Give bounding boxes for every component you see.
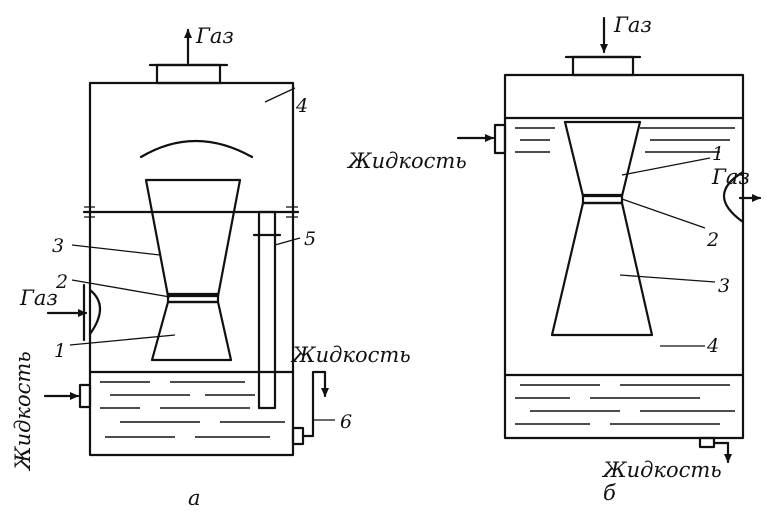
label-num-3-a: 3 (52, 235, 64, 257)
gas-inlet-nozzle-a (88, 288, 102, 336)
label-gas-out-b: Газ (711, 165, 750, 189)
label-liquid-in-b: Жидкость (346, 149, 467, 173)
gas-inlet-nozzle-b (571, 55, 635, 77)
label-num-4-b: 4 (706, 335, 719, 357)
diffuser-b (550, 201, 654, 337)
vessel-a-body (88, 81, 295, 457)
outlet-nozzle-a (291, 426, 305, 446)
label-num-1-a: 1 (54, 340, 66, 362)
liquid-inlet-nozzle-a (78, 383, 92, 409)
drain-pipe-a (257, 210, 277, 410)
label-num-3-b: 3 (718, 275, 730, 297)
liquid-inlet-nozzle-b (493, 123, 507, 155)
gas-outlet-nozzle-a (155, 63, 222, 85)
label-num-2-b: 2 (706, 229, 719, 251)
vessel-b-body (503, 73, 745, 440)
label-num-5-a: 5 (304, 228, 316, 250)
label-num-2-a: 2 (55, 271, 68, 293)
diffuser-a (144, 178, 242, 298)
confuser-b (563, 120, 642, 198)
label-liquid-in-a: Жидкость (11, 351, 35, 472)
apparatus-b (456, 16, 762, 464)
label-num-4-a: 4 (295, 95, 308, 117)
confuser-a (150, 300, 233, 362)
outlet-pipe-a (301, 370, 327, 438)
label-gas-out-a: Газ (195, 24, 234, 48)
label-liquid-out-b: Жидкость (601, 458, 722, 482)
label-gas-in-a: Газ (19, 286, 58, 310)
caption-b: б (603, 481, 616, 505)
apparatus-a (43, 28, 335, 457)
label-liquid-out-a: Жидкость (290, 343, 411, 367)
caption-a: а (188, 486, 201, 510)
baffle-a (139, 139, 254, 159)
label-num-6-a: 6 (340, 411, 352, 433)
label-gas-in-b: Газ (613, 13, 652, 37)
gas-outlet-nozzle-b (723, 170, 745, 224)
label-num-1-b: 1 (712, 143, 724, 165)
liquid-outlet-nozzle-b (698, 436, 716, 449)
